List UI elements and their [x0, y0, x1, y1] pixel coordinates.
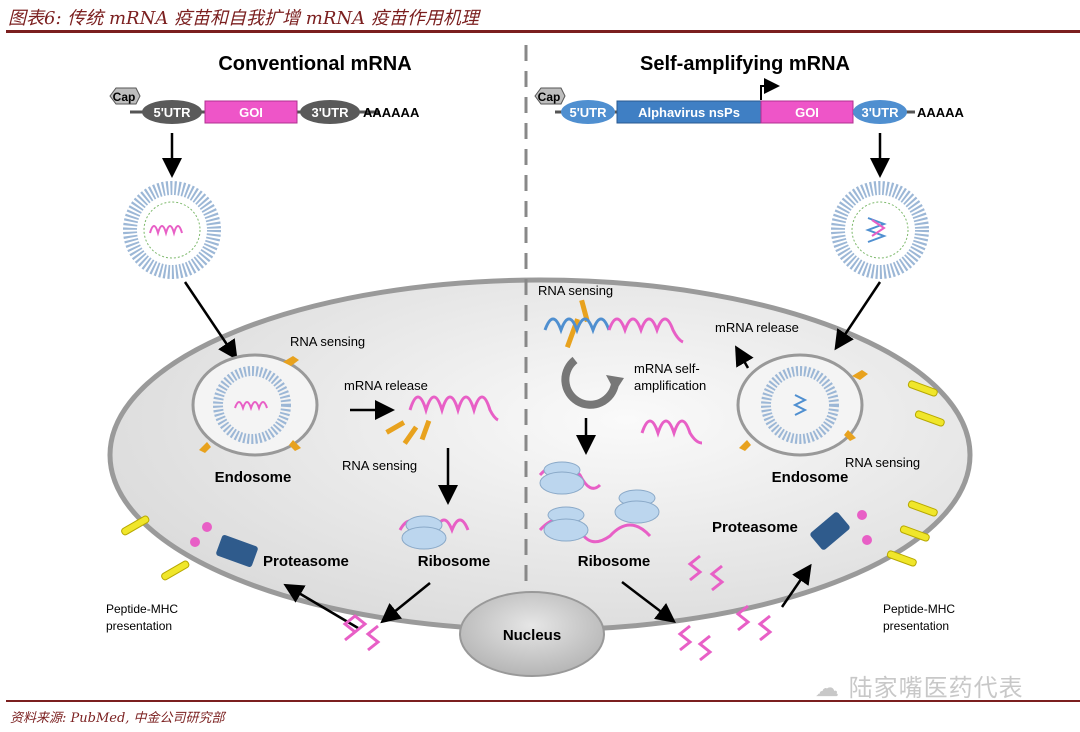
svg-text:Cap: Cap — [113, 90, 136, 104]
polya-tail: AAAAA — [917, 105, 965, 120]
left-heading: Conventional mRNA — [218, 53, 411, 75]
nucleus — [459, 591, 605, 677]
lnp-left — [123, 181, 221, 279]
left-endosome-label: Endosome — [215, 469, 292, 486]
ribosomes — [401, 461, 660, 550]
peptides — [190, 510, 872, 547]
svg-text:5'UTR: 5'UTR — [153, 105, 191, 120]
left-construct: Cap 5'UTR GOI 3'UTR AAAAAA — [109, 87, 420, 124]
right-construct: Cap 5'UTR Alphavirus nsPs GOI 3'UTR AAAA… — [534, 78, 965, 124]
svg-text:GOI: GOI — [239, 105, 263, 120]
title-rule — [6, 30, 1080, 33]
nucleus-label: Nucleus — [503, 627, 561, 644]
promoter-arrow-icon — [760, 78, 780, 100]
flow-arrows — [162, 133, 890, 630]
right-mhc-label-1: Peptide-MHC — [883, 602, 955, 616]
cap-icon — [534, 87, 566, 105]
lnp-right — [831, 181, 929, 279]
watermark: ☁ 陆家嘴医药代表 — [815, 674, 1024, 702]
endosome-right — [736, 353, 864, 457]
right-endosome-label: Endosome — [772, 469, 849, 486]
utr5-element — [561, 100, 615, 124]
right-heading: Self-amplifying mRNA — [640, 53, 850, 75]
endosome-left — [191, 353, 319, 457]
proteasome-left — [216, 535, 258, 567]
mhc-molecules — [121, 380, 945, 581]
proteins — [342, 554, 773, 662]
footer-rule — [6, 700, 1080, 702]
right-ribosome-label: Ribosome — [578, 553, 651, 570]
tlr-receptors — [199, 299, 868, 453]
mrna-strands — [398, 317, 703, 544]
right-self-amp-2: amplification — [634, 378, 706, 393]
svg-text:Cap: Cap — [538, 90, 561, 104]
left-proteasome-label: Proteasome — [263, 553, 349, 570]
left-rna-sensing-top: RNA sensing — [290, 334, 365, 349]
cap-icon — [109, 87, 141, 105]
utr3-element — [853, 100, 907, 124]
polya-tail: AAAAAA — [363, 105, 420, 120]
proteasome-right — [810, 512, 850, 550]
right-mrna-release: mRNA release — [715, 320, 799, 335]
right-self-amp-1: mRNA self- — [634, 361, 700, 376]
left-rna-sensing-mid: RNA sensing — [342, 458, 417, 473]
right-mhc-label-2: presentation — [883, 619, 949, 633]
right-rna-sensing-top: RNA sensing — [538, 283, 613, 298]
cell-membrane — [107, 277, 973, 633]
wechat-icon: ☁ — [815, 674, 849, 702]
left-mhc-label-1: Peptide-MHC — [106, 602, 178, 616]
utr5-element — [142, 100, 202, 124]
goi-element — [204, 100, 298, 124]
utr3-element — [300, 100, 360, 124]
left-mhc-label-2: presentation — [106, 619, 172, 633]
svg-text:GOI: GOI — [795, 105, 819, 120]
source-note: 资料来源: PubMed, 中金公司研究部 — [10, 711, 225, 726]
left-ribosome-label: Ribosome — [418, 553, 491, 570]
right-rna-sensing-endo: RNA sensing — [845, 455, 920, 470]
svg-text:3'UTR: 3'UTR — [311, 105, 349, 120]
right-proteasome-label: Proteasome — [712, 519, 798, 536]
svg-text:Alphavirus nsPs: Alphavirus nsPs — [638, 105, 740, 120]
svg-text:3'UTR: 3'UTR — [861, 105, 899, 120]
left-mrna-release: mRNA release — [344, 378, 428, 393]
figure-title: 图表6: 传统 mRNA 疫苗和自我扩增 mRNA 疫苗作用机理 — [8, 8, 479, 29]
svg-text:5'UTR: 5'UTR — [569, 105, 607, 120]
self-amplification-arrow-icon — [561, 356, 619, 409]
